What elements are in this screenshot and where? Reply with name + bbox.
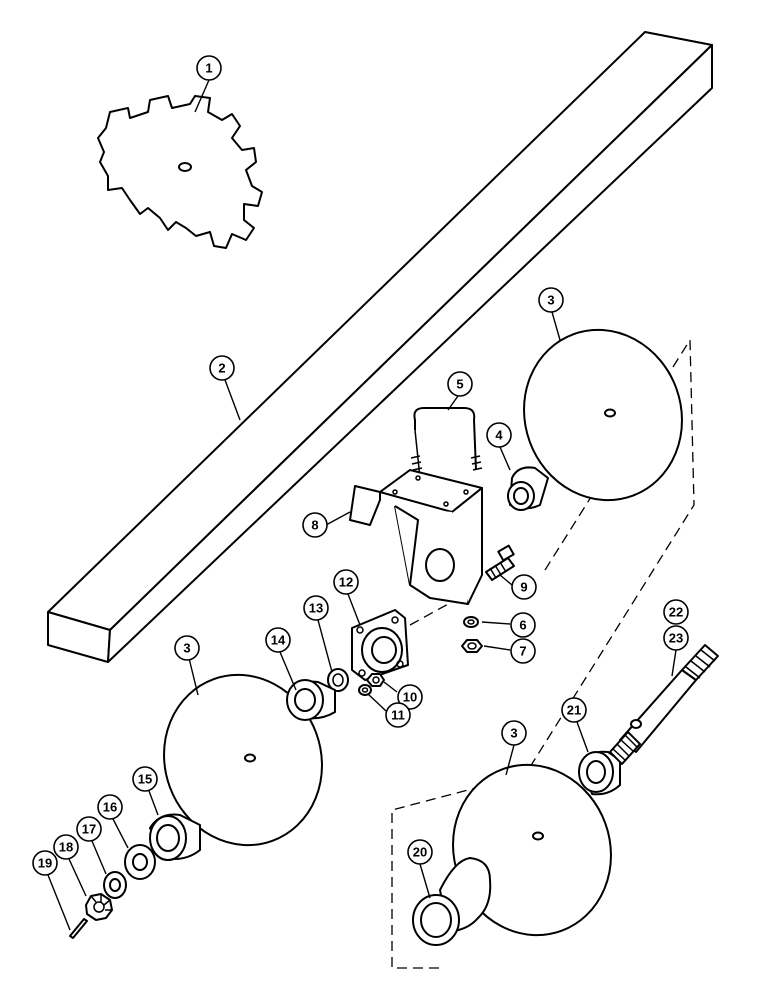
square-gang-shaft [47, 31, 713, 663]
bearing-insert-ring [327, 668, 349, 692]
callout-11: 11 [385, 702, 411, 728]
callout-4: 4 [486, 422, 512, 448]
callout-6: 6 [510, 612, 536, 638]
svg-text:23: 23 [669, 631, 683, 646]
plain-disc-blade-upper-right [523, 328, 683, 502]
cotter-pin [69, 918, 88, 939]
callout-1: 1 [196, 55, 222, 81]
hex-nut-10 [366, 673, 385, 687]
svg-text:4: 4 [495, 428, 503, 443]
threaded-shaft [609, 644, 719, 765]
svg-text:7: 7 [519, 644, 526, 659]
callout-3-left: 3 [174, 635, 200, 661]
callout-9: 9 [511, 574, 537, 600]
callout-10: 10 [397, 684, 423, 710]
flared-spool [412, 857, 492, 946]
end-spool [149, 813, 201, 861]
svg-text:20: 20 [413, 845, 427, 860]
svg-text:1: 1 [205, 61, 212, 76]
washer-16 [124, 844, 156, 880]
callout-19: 19 [32, 850, 58, 876]
flange-bearing [351, 609, 409, 681]
callout-18: 18 [53, 834, 79, 860]
lock-washer-11 [358, 684, 372, 696]
callout-7: 7 [510, 638, 536, 664]
notched-disc-blade [97, 95, 263, 249]
callout-23: 23 [663, 625, 689, 651]
callout-20: 20 [407, 839, 433, 865]
callout-8: 8 [302, 512, 328, 538]
spool-21 [578, 750, 621, 796]
hex-nut-7 [461, 639, 483, 653]
callout-21: 21 [561, 697, 587, 723]
bearing-hanger [349, 469, 483, 605]
callout-17: 17 [76, 816, 102, 842]
svg-text:3: 3 [510, 726, 517, 741]
svg-text:21: 21 [567, 703, 581, 718]
callout-22: 22 [663, 599, 689, 625]
svg-text:19: 19 [38, 856, 52, 871]
callout-3-upper: 3 [538, 287, 564, 313]
svg-text:10: 10 [403, 690, 417, 705]
washer-17 [103, 871, 127, 899]
svg-text:15: 15 [138, 772, 152, 787]
svg-text:14: 14 [271, 633, 286, 648]
svg-text:22: 22 [669, 605, 683, 620]
svg-text:18: 18 [59, 840, 73, 855]
svg-text:3: 3 [183, 641, 190, 656]
svg-text:6: 6 [519, 618, 526, 633]
lock-washer-6 [463, 616, 479, 628]
svg-text:2: 2 [218, 361, 225, 376]
callout-13: 13 [303, 595, 329, 621]
castle-nut [85, 893, 113, 921]
svg-text:11: 11 [391, 708, 405, 723]
callout-3-lower: 3 [501, 720, 527, 746]
svg-text:9: 9 [520, 580, 527, 595]
callout-12: 12 [333, 569, 359, 595]
svg-text:12: 12 [339, 575, 353, 590]
leader-lines [47, 79, 677, 931]
callout-2: 2 [209, 355, 235, 381]
svg-text:16: 16 [103, 800, 117, 815]
svg-text:5: 5 [456, 377, 463, 392]
svg-text:8: 8 [311, 518, 318, 533]
callout-16: 16 [97, 794, 123, 820]
callout-15: 15 [132, 766, 158, 792]
plain-disc-blade-left [163, 673, 323, 847]
svg-text:3: 3 [547, 293, 554, 308]
callout-14: 14 [265, 627, 291, 653]
spool-upper [507, 466, 549, 511]
u-bolt [410, 407, 483, 479]
callout-5: 5 [447, 371, 473, 397]
bolt [485, 544, 515, 581]
svg-text:17: 17 [82, 822, 96, 837]
svg-text:13: 13 [309, 601, 323, 616]
